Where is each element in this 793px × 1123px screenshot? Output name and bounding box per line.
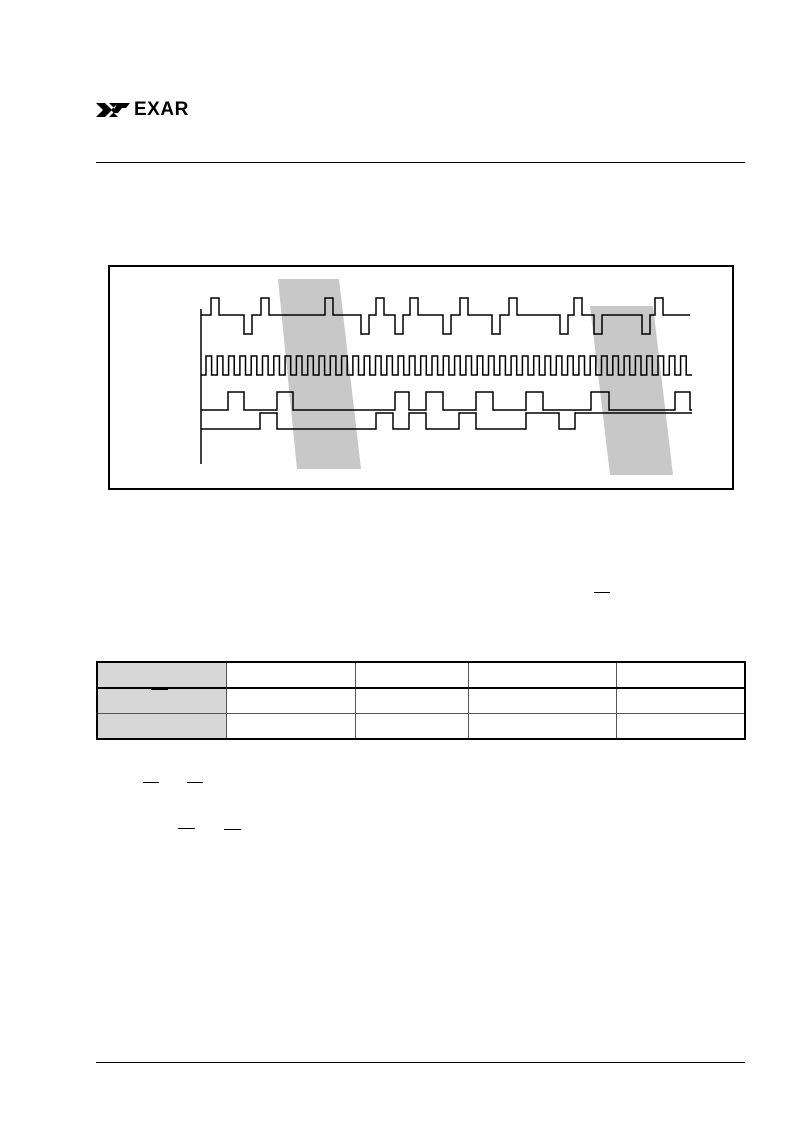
data-table	[96, 661, 746, 740]
overbar-mark	[143, 782, 159, 783]
table-cell	[615, 661, 746, 689]
table-cell	[225, 687, 356, 714]
bipolar-signal-trace	[201, 297, 690, 335]
table-cell	[615, 687, 746, 714]
exar-logo-mark-icon	[96, 103, 130, 117]
table-row	[96, 687, 746, 714]
table-cell	[467, 687, 617, 714]
table-cell	[354, 687, 469, 714]
company-logo: EXAR	[96, 100, 189, 120]
table-cell	[467, 661, 617, 689]
overbar-mark	[178, 828, 195, 829]
overbar-mark	[151, 689, 168, 690]
timing-waveform-diagram	[200, 279, 692, 475]
table-cell	[354, 713, 469, 740]
header-rule	[96, 162, 745, 163]
table-cell	[225, 713, 356, 740]
positive-data-trace	[201, 391, 692, 411]
table-cell	[354, 661, 469, 689]
footer-rule	[96, 1062, 745, 1063]
overbar-mark	[187, 782, 203, 783]
timing-diagram-figure	[108, 265, 734, 490]
overbar-mark	[224, 829, 241, 830]
table-cell	[96, 687, 227, 714]
data-table-grid	[96, 661, 746, 740]
negative-data-trace	[201, 412, 692, 430]
table-cell	[225, 661, 356, 689]
clock-signal-trace	[201, 355, 692, 376]
table-cell	[615, 713, 746, 740]
table-cell	[467, 713, 617, 740]
shaded-band-right	[590, 306, 673, 475]
overbar-mark	[594, 592, 610, 593]
logo-text: EXAR	[134, 99, 189, 120]
table-row	[96, 661, 746, 689]
table-row	[96, 713, 746, 740]
table-cell	[96, 713, 227, 740]
table-cell	[96, 661, 227, 689]
